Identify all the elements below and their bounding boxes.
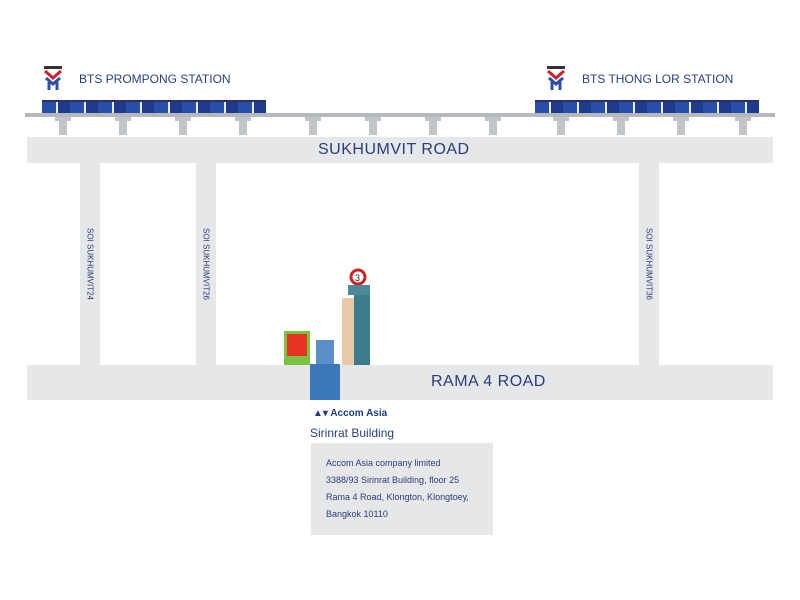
bts-logo-icon — [44, 66, 62, 90]
landmark-buildings-icon: 3 — [284, 268, 370, 400]
rama4-road-label: RAMA 4 ROAD — [431, 373, 546, 390]
soi-sukhumvit-36: SOI SUKHUMVIT36 — [639, 163, 659, 365]
bts-logo-icon — [547, 66, 565, 90]
bts-track — [25, 113, 775, 117]
station-prompong-label: BTS PROMPONG STATION — [79, 72, 231, 86]
building-name: Sirinrat Building — [310, 426, 395, 440]
track-pillar — [673, 117, 689, 135]
address-line: Bangkok 10110 — [326, 509, 388, 519]
track-pillar — [235, 117, 251, 135]
track-pillar — [175, 117, 191, 135]
track-pillar — [425, 117, 441, 135]
soi-label: SOI SUKHUMVIT36 — [644, 227, 654, 301]
track-pillar — [365, 117, 381, 135]
address-line: Rama 4 Road, Klongton, Klongtoey, — [326, 492, 469, 502]
track-pillar — [55, 117, 71, 135]
soi-sukhumvit-26: SOI SUKHUMVIT26 — [196, 163, 216, 365]
sukhumvit-road-label: SUKHUMVIT ROAD — [318, 141, 470, 158]
track-pillar — [305, 117, 321, 135]
rama4-road — [27, 365, 773, 400]
track-pillar — [735, 117, 751, 135]
track-pillar — [485, 117, 501, 135]
address-line: Accom Asia company limited — [326, 458, 441, 468]
address-line: 3388/93 Sirinrat Building, floor 25 — [326, 475, 460, 485]
track-pillar — [613, 117, 629, 135]
address-box: Accom Asia company limited 3388/93 Sirin… — [311, 443, 493, 535]
soi-label: SOI SUKHUMVIT26 — [201, 227, 211, 301]
soi-sukhumvit-24: SOI SUKHUMVIT24 — [80, 163, 100, 365]
svg-text:3: 3 — [355, 273, 360, 283]
station-thonglor-label: BTS THONG LOR STATION — [582, 72, 734, 86]
accom-asia-logo: ▲▾ Accom Asia — [313, 408, 388, 419]
soi-label: SOI SUKHUMVIT24 — [85, 227, 95, 301]
sukhumvit-road — [27, 137, 773, 163]
track-pillar — [553, 117, 569, 135]
brand-name: Accom Asia — [330, 408, 388, 419]
track-pillar — [115, 117, 131, 135]
